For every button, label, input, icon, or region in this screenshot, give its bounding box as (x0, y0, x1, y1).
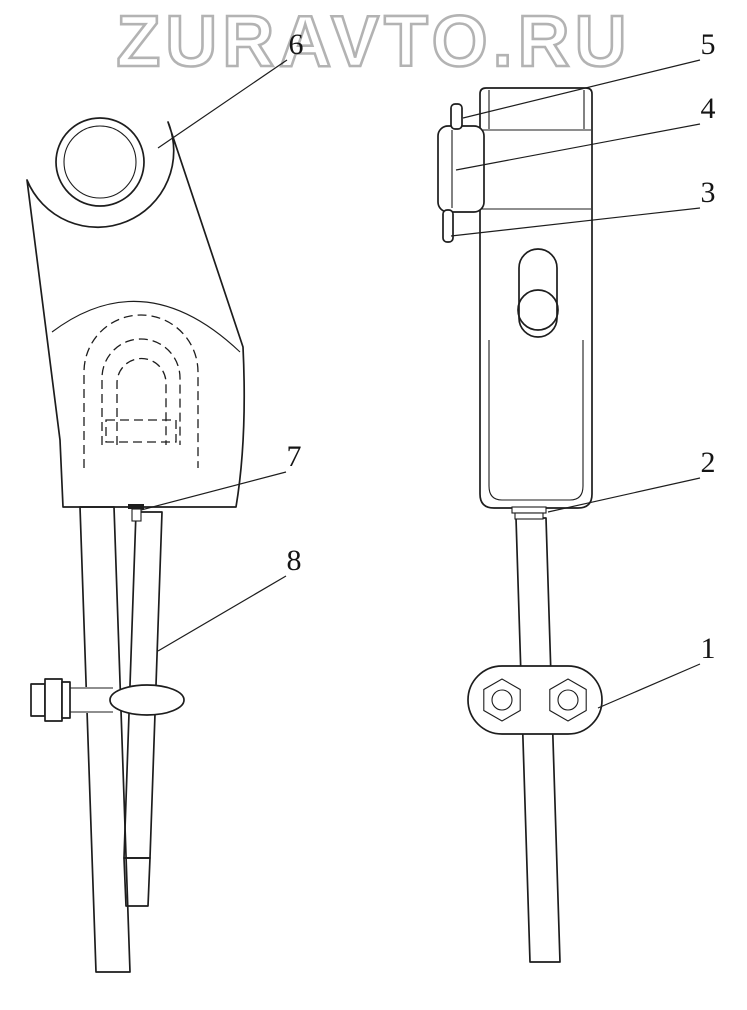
rope-ferrule (128, 504, 144, 509)
clip-bolt-head (30, 683, 46, 717)
leader-line-4 (455, 123, 701, 171)
part-label-7: 7 (287, 440, 302, 473)
part-label-5: 5 (701, 28, 716, 61)
leader-line-6 (157, 59, 288, 149)
part-label-4: 4 (701, 92, 716, 125)
leader-line-7 (140, 471, 287, 511)
front-view-assembly (437, 87, 603, 963)
hidden-wedge-outer-dashed (101, 338, 181, 445)
main-rope-side (79, 506, 131, 973)
clip-loop (109, 684, 185, 716)
hidden-wedge-base-dashed (105, 419, 177, 443)
cotter-pin-bent-end (442, 209, 454, 243)
clamp-nut-left (483, 678, 521, 722)
clip-nut (44, 678, 63, 722)
wedge-socket-body (26, 121, 245, 508)
watermark-text: ZURAVTO.RU (116, 2, 631, 82)
clip-washer (61, 681, 71, 719)
hidden-rope-loop-dashed (83, 314, 199, 468)
clip-bolt-shaft (69, 687, 113, 713)
pin-silhouette-lines (481, 129, 591, 210)
clamp-nut-right (549, 678, 587, 722)
part-labels: 1 2 3 4 5 6 7 8 (287, 28, 716, 665)
side-view-assembly (26, 117, 245, 973)
rope-ferrule-body (131, 508, 142, 522)
part-label-1: 1 (701, 632, 716, 665)
leader-line-5 (462, 59, 701, 119)
rope-joint-upper (511, 506, 547, 514)
rope-served-end (123, 857, 151, 907)
body-inner-contour (488, 340, 584, 501)
rope-joint-lower (514, 512, 544, 520)
main-rope-front (515, 517, 561, 963)
rope-clamp (467, 665, 603, 735)
clip-bolt-shaft-mask (69, 687, 113, 713)
clamp-nut-right-hole (557, 689, 579, 711)
part-label-3: 3 (701, 176, 716, 209)
cotter-pin-top (450, 103, 463, 130)
leader-lines (140, 59, 701, 709)
leader-line-2 (547, 477, 701, 513)
part-label-2: 2 (701, 446, 716, 479)
clamp-nut-left-hole (491, 689, 513, 711)
eye-hole-outer (55, 117, 145, 207)
leader-line-1 (597, 663, 701, 709)
leader-line-8 (157, 575, 287, 652)
leader-line-3 (450, 207, 701, 237)
part-label-6: 6 (289, 28, 304, 61)
wedge-pin-section (517, 289, 559, 331)
eye-hole-inner (63, 125, 137, 199)
socket-front-edge (51, 300, 241, 353)
rope-clip-assembly (30, 678, 185, 722)
clevis-fork-inner-edges (488, 90, 585, 129)
part-label-8: 8 (287, 544, 302, 577)
hidden-wedge-inner-dashed (116, 357, 167, 445)
